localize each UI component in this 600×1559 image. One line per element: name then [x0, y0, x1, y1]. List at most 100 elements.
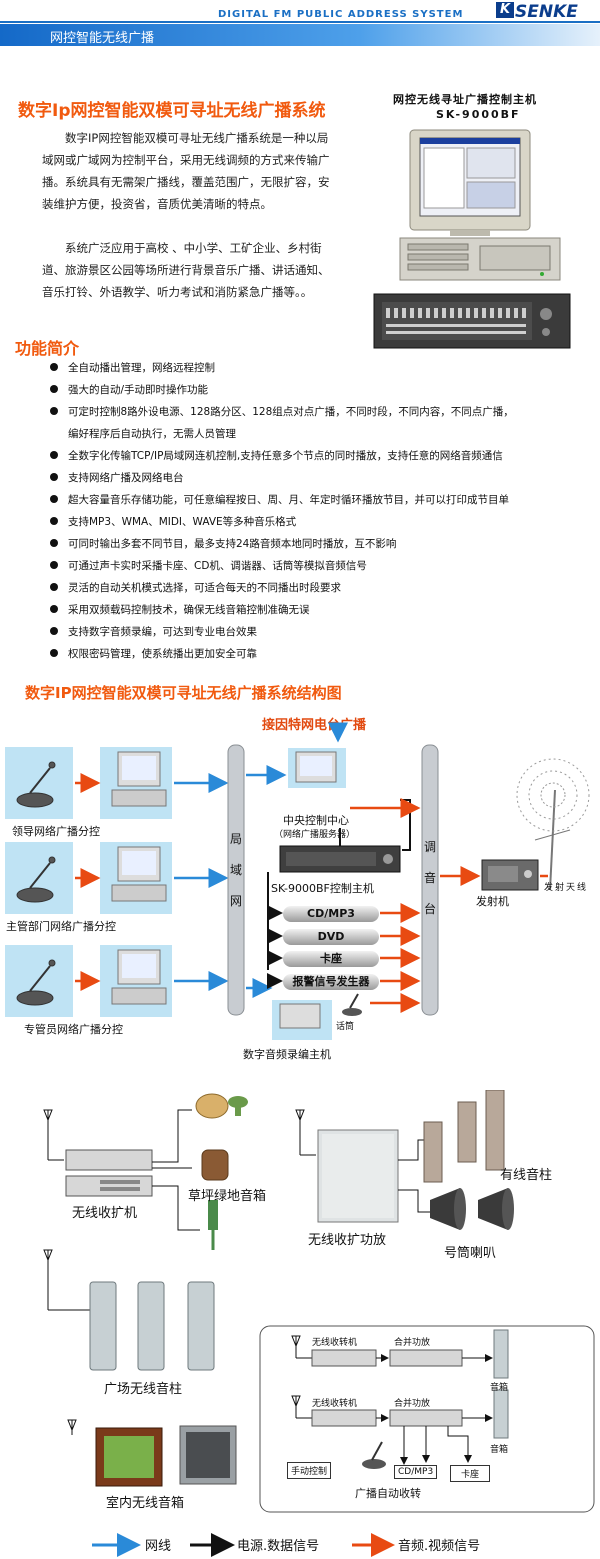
intro-paragraph-1: 数字IP网控智能双模可寻址无线广播系统是一种以局域网或广域网为控制平台，采用无线…	[42, 131, 330, 211]
features-title: 功能简介	[15, 339, 80, 358]
relay-receiver-label-1: 无线收转机	[312, 1338, 358, 1348]
power-amp-icon	[317, 1129, 399, 1223]
legend	[92, 1533, 395, 1557]
feature-text: 权限密码管理，使系统播出更加安全可靠	[68, 648, 257, 660]
header-divider	[0, 21, 600, 23]
center-sub-label: （网络广播服务器）	[274, 830, 356, 840]
station-label-1: 领导网络广播分控	[12, 825, 100, 838]
monitor-icon	[409, 129, 531, 236]
bullet-icon	[50, 385, 58, 393]
relay-speaker-label-2: 音箱	[490, 1445, 509, 1455]
relay-speaker-label-1: 音箱	[490, 1383, 509, 1393]
center-computer-icon	[288, 748, 346, 788]
feature-item: 支持数字音频录编，可达到专业电台效果	[50, 624, 257, 639]
auto-relay-box	[259, 1325, 595, 1513]
feature-text: 支持MP3、WMA、MIDI、WAVE等多种音乐格式	[68, 516, 297, 528]
bullet-icon	[50, 649, 58, 657]
transmitter-label: 发射机	[476, 895, 509, 908]
antenna-icon	[43, 1109, 316, 1435]
product-model: SK-9000BF	[436, 108, 521, 121]
host-unit-icon	[279, 845, 401, 873]
indoor-box-label: 室内无线音箱	[106, 1496, 185, 1511]
tab-label[interactable]: 网控智能无线广播	[50, 31, 155, 46]
header-english-title: DIGITAL FM PUBLIC ADDRESS SYSTEM	[218, 9, 464, 20]
feature-text: 全数字化传输TCP/IP局域网连机控制,支持任意多个节点的同时播放，支持任意的网…	[68, 450, 503, 462]
source-dvd: DVD	[283, 929, 379, 945]
receiver-diagram	[43, 1090, 514, 1487]
bullet-icon	[50, 363, 58, 371]
transmitter-icon	[481, 859, 539, 891]
feature-text: 可同时输出多套不同节目，最多支持24路音频本地同时播放，互不影响	[68, 538, 397, 550]
relay-deck-label: 卡座	[450, 1465, 491, 1482]
mixer-label: 调音台	[423, 840, 436, 916]
bullet-icon	[50, 627, 58, 635]
feature-item: 编好程序后自动执行，无需人员管理	[52, 426, 236, 441]
relay-cdmp3-label: CD/MP3	[394, 1465, 438, 1479]
system-diagram	[5, 722, 590, 1040]
feature-item: 全数字化传输TCP/IP局域网连机控制,支持任意多个节点的同时播放，支持任意的网…	[50, 448, 503, 463]
power-amp-label: 无线收扩功放	[308, 1233, 387, 1248]
product-image	[373, 129, 571, 349]
station-label-3: 专管员网络广播分控	[24, 1023, 123, 1036]
bullet-icon	[50, 583, 58, 591]
product-title: 网控无线寻址广播控制主机	[393, 93, 537, 106]
source-cdmp3: CD/MP3	[283, 906, 379, 922]
lawn-speaker-label: 草坪绿地音箱	[188, 1189, 267, 1204]
legend-av-label: 音频.视频信号	[398, 1539, 481, 1554]
feature-text: 编好程序后自动执行，无需人员管理	[68, 428, 236, 440]
bullet-icon	[50, 539, 58, 547]
feature-item: 支持网络广播及网络电台	[50, 470, 184, 485]
relay-receiver-label-2: 无线收转机	[312, 1399, 358, 1409]
bullet-icon	[50, 605, 58, 613]
feature-item: 灵活的自动关机模式选择，可适合每天的不同播出时段要求	[50, 580, 341, 595]
feature-text: 可通过声卡实时采播卡座、CD机、调谐器、话筒等模拟音频信号	[68, 560, 367, 572]
antenna-label: 发射天线	[544, 883, 589, 893]
bullet-icon	[50, 517, 58, 525]
recorder-label: 数字音频录编主机	[243, 1048, 331, 1061]
microphone-icon	[16, 761, 56, 1006]
relay-amp-icon	[389, 1349, 463, 1427]
source-deck: 卡座	[283, 951, 379, 967]
horn-label: 号筒喇叭	[444, 1246, 497, 1261]
feature-item: 超大容量音乐存储功能，可任意编程按日、周、月、年定时循环播放节目，并可以打印成节…	[50, 492, 509, 507]
relay-speaker-icon	[493, 1329, 509, 1439]
logo-mark-icon: K	[496, 2, 514, 18]
feature-item: 全自动播出管理，网络远程控制	[50, 360, 215, 375]
center-label: 中央控制中心	[283, 814, 349, 827]
feature-text: 可定时控制8路外设电源、128路分区、128组点对点广播，不同时段，不同内容，不…	[68, 406, 514, 418]
station-label-2: 主管部门网络广播分控	[6, 920, 116, 933]
feature-item: 支持MP3、WMA、MIDI、WAVE等多种音乐格式	[50, 514, 297, 529]
antenna-icon	[291, 1335, 312, 1419]
brand-name: SENKE	[515, 2, 578, 22]
antenna-icon	[516, 758, 590, 891]
feature-item: 权限密码管理，使系统播出更加安全可靠	[50, 646, 257, 661]
feature-item: 可同时输出多套不同节目，最多支持24路音频本地同时播放，互不影响	[50, 536, 397, 551]
bullet-icon	[50, 495, 58, 503]
mic-label: 话筒	[336, 1022, 355, 1032]
legend-network-label: 网线	[145, 1539, 172, 1554]
relay-amp-label-1: 合并功放	[394, 1338, 431, 1348]
plaza-column-label: 广场无线音柱	[104, 1382, 183, 1397]
feature-item: 强大的自动/手动即时操作功能	[50, 382, 208, 397]
relay-amp-label-2: 合并功放	[394, 1399, 431, 1409]
tab-bar	[0, 24, 600, 46]
feature-text: 全自动播出管理，网络远程控制	[68, 362, 215, 374]
host-label: SK-9000BF控制主机	[271, 882, 374, 895]
computer-case-icon	[399, 237, 561, 281]
feature-item: 可通过声卡实时采播卡座、CD机、调谐器、话筒等模拟音频信号	[50, 558, 367, 573]
horn-icon	[430, 1188, 514, 1230]
legend-power-label: 电源.数据信号	[237, 1539, 320, 1554]
bullet-icon	[50, 561, 58, 569]
plaza-column-icon	[89, 1281, 215, 1371]
receiver-amp-icon	[65, 1149, 153, 1197]
feature-text: 灵活的自动关机模式选择，可适合每天的不同播出时段要求	[68, 582, 341, 594]
manual-control-label: 手动控制	[287, 1462, 332, 1479]
column-speaker-label: 有线音柱	[500, 1168, 553, 1183]
rack-unit-icon	[373, 293, 571, 349]
lan-label: 局域网	[229, 832, 242, 908]
diagram-title: 数字IP网控智能双模可寻址无线广播系统结构图	[25, 684, 342, 702]
lawn-speaker-icon	[195, 1093, 248, 1250]
feature-text: 支持网络广播及网络电台	[68, 472, 184, 484]
source-alarm: 报警信号发生器	[283, 974, 379, 990]
